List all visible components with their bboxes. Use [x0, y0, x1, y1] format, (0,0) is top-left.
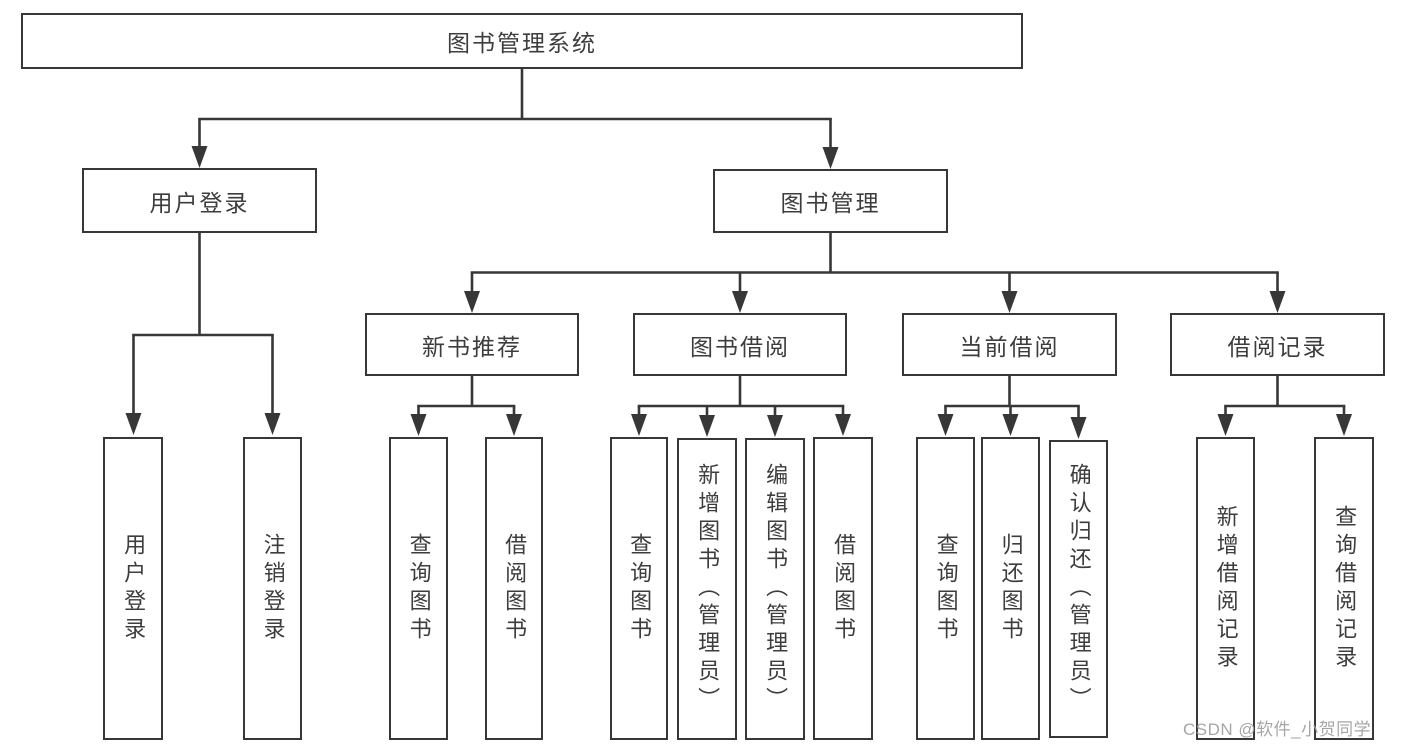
leaf-query-book-borrow: 查询图书 [610, 437, 668, 740]
leaf-confirm-return-admin: 确认归还（管理员） [1049, 440, 1108, 738]
node-user-login: 用户登录 [82, 168, 317, 233]
node-book-borrow: 图书借阅 [633, 313, 847, 376]
node-root: 图书管理系统 [21, 13, 1023, 69]
leaf-user-login: 用户登录 [103, 437, 163, 740]
leaf-edit-book-admin: 编辑图书（管理员） [745, 438, 805, 740]
leaf-borrow-book-recommend: 借阅图书 [485, 437, 543, 740]
node-book-management: 图书管理 [713, 169, 948, 233]
leaf-borrow-book-2: 借阅图书 [813, 437, 873, 740]
leaf-query-borrow-record: 查询借阅记录 [1314, 437, 1374, 740]
leaf-query-book-current: 查询图书 [916, 437, 975, 740]
leaf-logout: 注销登录 [243, 437, 302, 740]
leaf-return-book: 归还图书 [981, 437, 1040, 740]
node-current-borrow: 当前借阅 [902, 313, 1117, 376]
leaf-add-book-admin: 新增图书（管理员） [677, 438, 737, 740]
csdn-watermark: CSDN @软件_小贺同学 [1183, 720, 1372, 739]
leaf-add-borrow-record: 新增借阅记录 [1196, 437, 1255, 740]
node-borrow-records: 借阅记录 [1170, 313, 1385, 376]
leaf-query-book-recommend: 查询图书 [389, 437, 448, 740]
node-new-book-recommend: 新书推荐 [365, 313, 579, 376]
